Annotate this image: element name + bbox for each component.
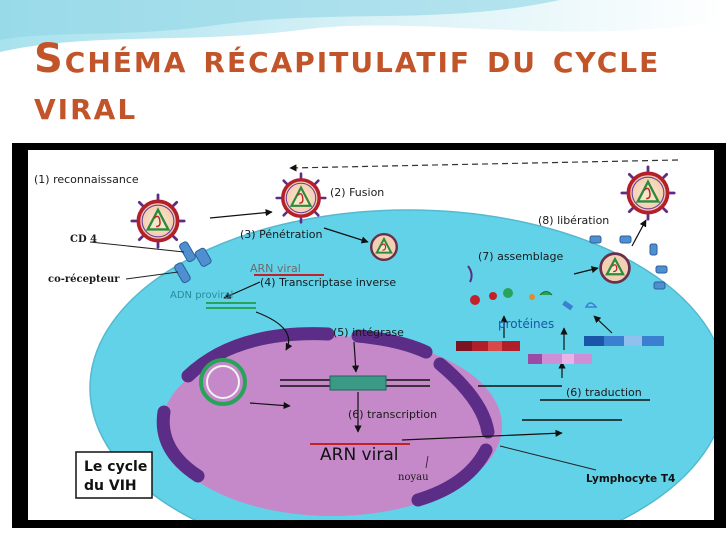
figure-frame: Le cycle du VIH (1) reconnaissance CD 4 … [12,143,726,528]
integrated-genome [280,375,430,391]
hiv-cycle-diagram: Le cycle du VIH (1) reconnaissance CD 4 … [28,150,714,520]
recognition-dashed-arrow [289,159,679,172]
virus-fusion [275,172,327,224]
step-recognition-label: (1) reconnaissance [34,173,139,186]
legend-box: Le cycle du VIH [75,451,153,499]
lymphocyte-pointer [499,445,597,471]
arrow-dna-to-nucleus [255,311,293,351]
nucleus-pointer [425,455,429,469]
arrow-rna-export [401,429,563,441]
arrow-circular-to-genome [249,401,291,410]
protein-bar-right [584,336,664,346]
step-fusion-label: (2) Fusion [330,186,384,199]
step-reverse-transcriptase-label: (4) Transcriptase inverse [260,276,396,289]
cd4-pointer [89,241,185,253]
release-receptors [589,235,668,290]
circular-dna [199,358,247,406]
virus-assembled [599,252,631,284]
arrow-protein-right [593,315,613,334]
virus-recognition [130,193,186,249]
step-integrase-label: (5) intégrase [333,326,404,339]
step-assembly-label: (7) assemblage [478,250,564,263]
arrow-release [631,219,647,247]
legend-line-1: Le cycle [84,459,147,475]
nucleus [156,327,502,516]
arrow-1-to-2 [209,209,273,219]
protein-fragments [467,265,598,311]
translation-rna-strands [478,385,650,421]
legend-line-2: du VIH [84,478,137,494]
arrow-rna-to-dna [223,281,261,299]
lymphocyte-label: Lymphocyte T4 [586,473,675,485]
cd4-label: CD 4 [70,234,97,245]
protein-bar-middle [528,354,592,364]
viral-rna-label: ARN viral [250,262,301,275]
step-translation-label: (6) traduction [566,386,642,399]
cd4-receptor [174,241,212,284]
virus-released [620,165,676,221]
protein-bar-left [456,341,520,351]
slide-title: Schéma récapitulatif du cycle viral [34,36,661,129]
arrow-assembly [573,266,599,275]
coreceptor-label: co-récepteur [48,274,120,285]
arrow-2-to-3 [323,227,369,244]
step-penetration-label: (3) Pénétration [240,228,323,241]
nucleus-label: noyau [398,472,429,483]
proteins-label: protéines [498,317,554,331]
step-release-label: (8) libération [538,214,609,227]
virus-penetration [370,232,398,261]
coreceptor-pointer [125,271,179,280]
viral-rna-large-label: ARN viral [320,445,398,465]
arrow-integrase [351,341,360,373]
step-transcription-label: (6) transcription [348,408,437,421]
proviral-dna-label: ADN proviral [170,290,233,301]
